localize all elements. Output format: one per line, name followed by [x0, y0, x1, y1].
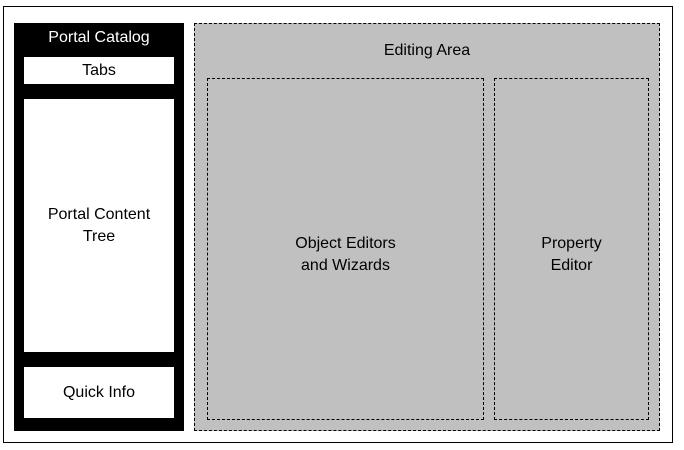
portal-catalog-title: Portal Catalog [48, 29, 150, 46]
quick-info-label: Quick Info [62, 383, 136, 401]
quick-info-box: Quick Info [24, 367, 174, 418]
portal-content-tree-box: Portal Content Tree [24, 99, 174, 352]
property-editor-label: Property Editor [541, 235, 602, 274]
editing-area-panel: Editing Area Object Editors and Wizards … [194, 23, 660, 431]
property-editor-panel: Property Editor [494, 78, 649, 420]
portal-content-tree-label: Portal Content Tree [47, 206, 151, 245]
object-editors-panel: Object Editors and Wizards [207, 78, 484, 420]
object-editors-label: Object Editors and Wizards [295, 235, 396, 274]
tabs-box: Tabs [24, 57, 174, 84]
portal-catalog-panel: Portal Catalog Tabs Portal Content Tree … [14, 23, 184, 431]
editing-area-title: Editing Area [383, 42, 471, 59]
tabs-label: Tabs [82, 61, 116, 79]
